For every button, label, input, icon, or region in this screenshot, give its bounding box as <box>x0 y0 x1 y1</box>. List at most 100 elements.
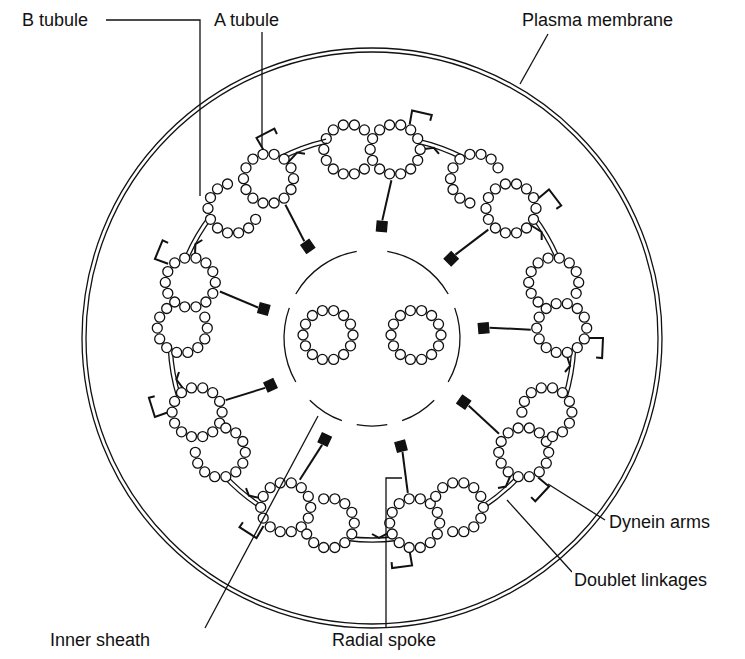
tubulin-subunit <box>435 518 445 528</box>
doublet-linkage <box>483 477 521 509</box>
tubulin-subunit <box>500 228 510 238</box>
tubulin-subunit <box>438 483 448 493</box>
inner-sheath <box>448 308 460 382</box>
tubulin-subunit <box>231 467 241 477</box>
b-tubule <box>517 383 577 442</box>
tubulin-subunit <box>413 134 423 144</box>
tubulin-subunit <box>309 538 319 548</box>
tubulin-subunit <box>210 277 220 287</box>
tubulin-subunit <box>251 214 261 224</box>
tubulin-subunit <box>543 253 553 263</box>
b-tubule <box>446 149 504 208</box>
tubulin-subunit <box>522 223 532 233</box>
a-tubule <box>256 478 316 537</box>
tubulin-subunit <box>478 502 488 512</box>
spoke-head <box>444 252 458 266</box>
radial-spoke <box>490 328 531 330</box>
tubulin-subunit <box>519 396 529 406</box>
tubulin-subunit <box>368 134 378 144</box>
tubulin-subunit <box>152 323 162 333</box>
tubulin-subunit <box>208 427 218 437</box>
doublet-linkage <box>226 474 263 505</box>
tubulin-subunit <box>548 383 558 393</box>
tubulin-subunit <box>328 125 338 135</box>
a-tubule <box>160 253 220 312</box>
tubulin-subunit <box>582 323 592 333</box>
tubulin-subunit <box>459 527 469 537</box>
tubulin-subunit <box>396 120 406 130</box>
tubulin-subunit <box>301 341 311 351</box>
inner-sheath <box>296 251 357 294</box>
tubulin-subunit <box>200 334 210 344</box>
leader-line <box>205 416 318 628</box>
tubulin-subunit <box>526 267 536 277</box>
part-label: Dynein arms <box>607 512 712 532</box>
tubulin-subunit <box>427 350 437 360</box>
tubulin-subunit <box>532 323 542 333</box>
tubulin-subunit <box>571 288 581 298</box>
tubulin-subunit <box>210 472 220 482</box>
tubulin-subunit <box>329 306 339 316</box>
outer-dynein-arm <box>392 552 413 568</box>
tubulin-subunit <box>562 299 572 309</box>
tubulin-subunit <box>494 447 504 457</box>
tubulin-subunit <box>524 472 534 482</box>
tubulin-subunit <box>567 407 577 417</box>
tubulin-subunit <box>551 347 561 357</box>
tubulin-subunit <box>202 323 212 333</box>
tubulin-subunit <box>234 228 244 238</box>
tubulin-subunit <box>446 174 456 184</box>
tubulin-subunit <box>534 428 544 438</box>
tubulin-subunit <box>404 494 414 504</box>
inner-sheath <box>357 425 388 426</box>
tubulin-subunit <box>301 319 311 329</box>
a-tubule <box>385 494 445 553</box>
tubulin-subunit <box>459 478 469 488</box>
tubulin-subunit <box>339 311 349 321</box>
b-tubule <box>319 120 370 179</box>
inner-sheath <box>284 308 296 382</box>
tubulin-subunit <box>396 169 406 179</box>
tubulin-subunit <box>513 423 523 433</box>
tubulin-subunit <box>241 163 251 173</box>
tubulin-subunit <box>319 494 329 504</box>
tubulin-subunit <box>529 214 539 224</box>
plasma-membrane <box>86 52 658 624</box>
tubulin-subunit <box>162 343 172 353</box>
outer-dynein-arm <box>149 396 168 417</box>
spoke-head <box>258 303 270 315</box>
tubulin-subunit <box>448 478 458 488</box>
tubulin-subunit <box>536 383 546 393</box>
tubulin-subunit <box>387 507 397 517</box>
tubulin-subunit <box>215 396 225 406</box>
radial-spoke <box>300 445 322 480</box>
tubulin-subunit <box>394 538 404 548</box>
tubulin-subunit <box>348 330 358 340</box>
spoke-head <box>376 221 387 232</box>
b-tubule <box>190 423 250 482</box>
tubulin-subunit <box>533 258 543 268</box>
tubulin-subunit <box>302 529 312 539</box>
tubulin-subunit <box>187 383 197 393</box>
tubulin-subunit <box>385 120 395 130</box>
doublet-linkage <box>481 474 518 505</box>
tubulin-subunit <box>406 164 416 174</box>
tubulin-subunit <box>187 432 197 442</box>
tubulin-subunit <box>330 543 340 553</box>
doublet-linkage <box>223 477 261 509</box>
tubulin-subunit <box>413 155 423 165</box>
tubulin-subunit <box>303 491 313 501</box>
tubulin-subunit <box>330 494 340 504</box>
doublet-linkage <box>184 215 209 258</box>
tubulin-subunit <box>404 543 414 553</box>
tubulin-subunit <box>365 144 375 154</box>
tubulin-subunit <box>306 502 316 512</box>
tubulin-subunit <box>346 319 356 329</box>
part-label: A tubule <box>212 10 281 30</box>
tubulin-subunit <box>524 423 534 433</box>
tubulin-subunit <box>206 193 216 203</box>
tubulin-subunit <box>238 458 248 468</box>
tubulin-subunit <box>208 267 218 277</box>
tubulin-subunit <box>279 193 289 203</box>
tubulin-subunit <box>203 203 213 213</box>
